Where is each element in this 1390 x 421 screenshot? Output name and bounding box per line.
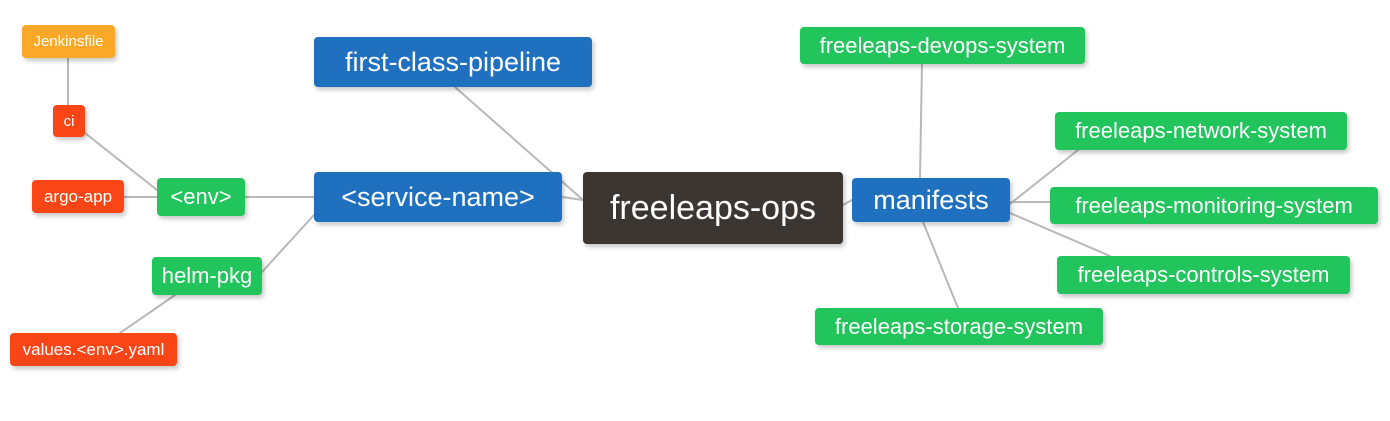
node-first-class-pipeline[interactable]: first-class-pipeline [314,37,592,87]
edge-manifests-to-freeleaps-devops-system [919,63,923,179]
node-label-ci: ci [63,112,75,130]
node-label-freeleaps-monitoring-system: freeleaps-monitoring-system [1075,192,1353,218]
node-env[interactable]: <env> [157,178,245,216]
node-label-freeleaps-network-system: freeleaps-network-system [1075,118,1327,143]
edge-helm-pkg-to-values-env-yaml [119,294,176,334]
node-freeleaps-storage-system[interactable]: freeleaps-storage-system [815,308,1103,345]
node-manifests[interactable]: manifests [852,178,1010,222]
edge-service-name-to-helm-pkg [261,214,315,273]
node-ci[interactable]: ci [53,105,85,137]
node-freeleaps-ops[interactable]: freeleaps-ops [583,172,843,244]
node-label-manifests: manifests [873,184,989,215]
node-service-name[interactable]: <service-name> [314,172,562,222]
node-label-argo-app: argo-app [43,187,113,206]
edge-freeleaps-ops-to-service-name [561,196,584,201]
node-label-jenkinsfile: Jenkinsfile [33,33,104,50]
node-label-freeleaps-devops-system: freeleaps-devops-system [819,32,1066,58]
edge-manifests-to-freeleaps-storage-system [922,221,959,309]
node-freeleaps-network-system[interactable]: freeleaps-network-system [1055,112,1347,150]
node-label-values-env-yaml: values.<env>.yaml [22,340,165,359]
node-label-first-class-pipeline: first-class-pipeline [344,46,562,77]
node-jenkinsfile[interactable]: Jenkinsfile [22,25,115,58]
node-argo-app[interactable]: argo-app [32,180,124,213]
node-helm-pkg[interactable]: helm-pkg [152,257,262,295]
node-label-env: <env> [170,184,232,209]
node-label-freeleaps-controls-system: freeleaps-controls-system [1077,262,1330,287]
node-label-service-name: <service-name> [341,181,535,212]
node-label-helm-pkg: helm-pkg [161,263,253,288]
node-label-freeleaps-storage-system: freeleaps-storage-system [834,313,1084,339]
node-freeleaps-devops-system[interactable]: freeleaps-devops-system [800,27,1085,64]
node-label-freeleaps-ops: freeleaps-ops [609,189,816,227]
node-freeleaps-monitoring-system[interactable]: freeleaps-monitoring-system [1050,187,1378,224]
node-freeleaps-controls-system[interactable]: freeleaps-controls-system [1057,256,1350,294]
node-values-env-yaml[interactable]: values.<env>.yaml [10,333,177,366]
edge-freeleaps-ops-to-manifests [842,199,853,206]
